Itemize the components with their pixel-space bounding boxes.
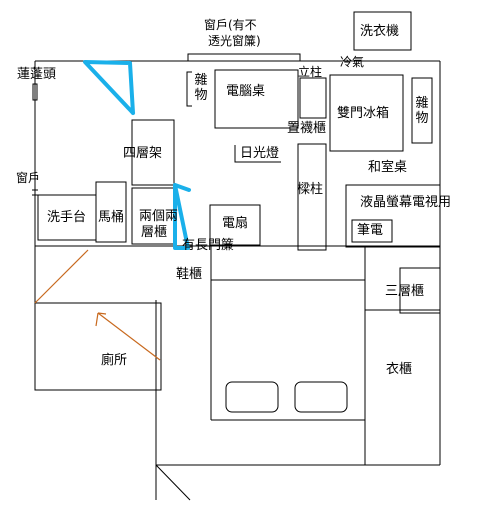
window-left-label: 窗戶 [16,171,41,185]
arrow-top-left [83,60,135,115]
three-tier-cabinet-label: 三層櫃 [385,284,425,299]
laptop-label: 筆電 [357,223,384,238]
sundries-left-bracket [186,71,192,107]
bed-pillow-right [294,381,348,413]
fridge-label: 雙門冰箱 [337,106,390,121]
fan-label: 電扇 [222,216,249,231]
computer-desk-label: 電腦桌 [226,84,266,99]
sundries-right-box [411,77,433,144]
door-swing-tick-2 [97,312,107,315]
bed-pillow-left [225,381,279,413]
beam-pillar-label: 樑柱 [297,182,324,197]
air-conditioner-label: 冷氣 [340,55,365,69]
lcd-tv-label: 液晶螢幕電視用 [360,195,452,210]
curtain-label: 有長門簾 [182,238,235,253]
washbasin-label: 洗手台 [47,210,87,225]
laptop-box [351,219,393,243]
shower-head-marker [32,83,38,101]
bottom-diagonal [155,464,191,501]
wardrobe-label: 衣櫃 [386,362,413,377]
washing-machine-label: 洗衣機 [360,24,400,39]
door-swing-lower [97,312,161,361]
door-swing-tick [95,312,99,327]
fan-box [209,204,261,246]
pillar-top-label: 立柱 [298,65,323,79]
door-swing-lines [34,249,161,361]
shower-head-label: 蓮蓬頭 [17,67,57,82]
toilet-room-box [34,302,162,391]
japanese-desk-label: 和室桌 [368,160,408,175]
annotation-arrows [83,60,191,250]
window-top-label-2: 透光窗簾) [208,34,261,48]
two-shelves-label-2: 層櫃 [141,225,168,240]
two-shelves-label-1: 兩個兩 [139,209,179,224]
sundries-right-label: 雜物 [415,96,429,126]
sunlight-lamp-bracket [234,145,281,163]
four-tier-shelf-box [131,119,175,186]
washing-machine-box [353,11,412,51]
pillar-top-box [299,77,327,119]
beam-column [297,143,327,251]
storage-cabinet-label: 置襪櫃 [287,121,327,136]
tv-desk-box [345,184,441,248]
door-swing-upper [34,249,89,304]
window-top [187,53,301,62]
sundries-left-label: 雜物 [194,73,208,103]
sunlight-lamp-label: 日光燈 [240,146,280,161]
four-tier-shelf-label: 四層架 [123,146,163,161]
arrow-middle [173,183,191,250]
computer-desk-box [214,69,299,129]
toilet-box [95,181,127,243]
three-tier-cabinet-box [399,267,441,314]
toilet-room-label: 廁所 [101,353,128,368]
window-top-label: 窗戶(有不 [204,18,257,32]
fridge-box [329,74,404,152]
shoe-cabinet-label: 鞋櫃 [176,267,203,282]
toilet-label: 馬桶 [98,210,125,225]
